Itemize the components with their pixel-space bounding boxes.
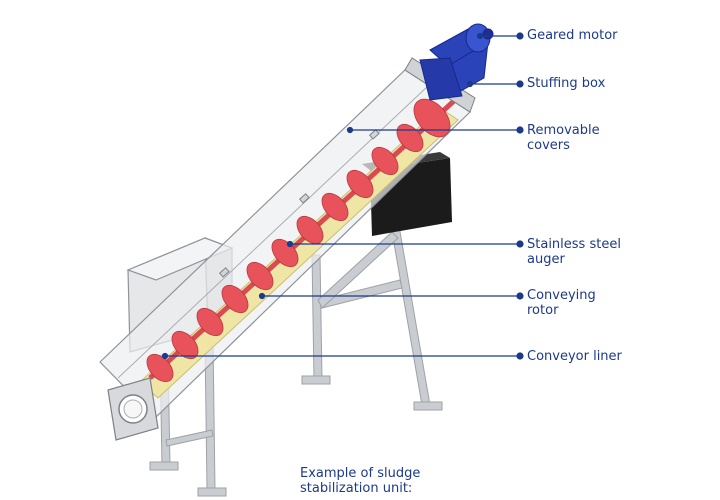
foot-plate-fr (197, 487, 227, 497)
label-rotor-line2: rotor (527, 303, 559, 318)
flange-inlet-icon (107, 377, 159, 441)
label-removable-covers-line1: Removable (527, 123, 600, 138)
foot-plate-fl (149, 461, 179, 471)
label-rotor-line1: Conveying (527, 288, 596, 303)
label-auger-line2: auger (527, 252, 565, 267)
removable-covers (218, 129, 380, 278)
label-removable-covers: Removable covers (527, 123, 600, 153)
label-stainless-steel-auger: Stainless steel auger (527, 237, 621, 267)
leader-lines (161, 32, 524, 360)
geared-motor-icon (419, 23, 494, 101)
auger-flights (146, 98, 451, 383)
label-geared-motor: Geared motor (527, 28, 618, 43)
rear-left-leg (311, 254, 323, 381)
rear-right-leg (389, 219, 431, 406)
label-conveying-rotor: Conveying rotor (527, 288, 596, 318)
caption: Example of sludge stabilization unit: (300, 466, 420, 496)
label-stuffing-box: Stuffing box (527, 76, 606, 91)
label-auger-line1: Stainless steel (527, 237, 621, 252)
caption-line1: Example of sludge (300, 466, 421, 481)
caption-line2: stabilization unit: (300, 481, 413, 496)
front-cross-brace (165, 429, 214, 447)
foot-plate-rr (413, 401, 443, 411)
label-removable-covers-line2: covers (527, 138, 570, 153)
support-frame (149, 219, 443, 497)
label-conveyor-liner: Conveyor liner (527, 349, 622, 364)
rear-diagonal-brace (317, 231, 399, 309)
foot-plate-rl (301, 375, 331, 385)
